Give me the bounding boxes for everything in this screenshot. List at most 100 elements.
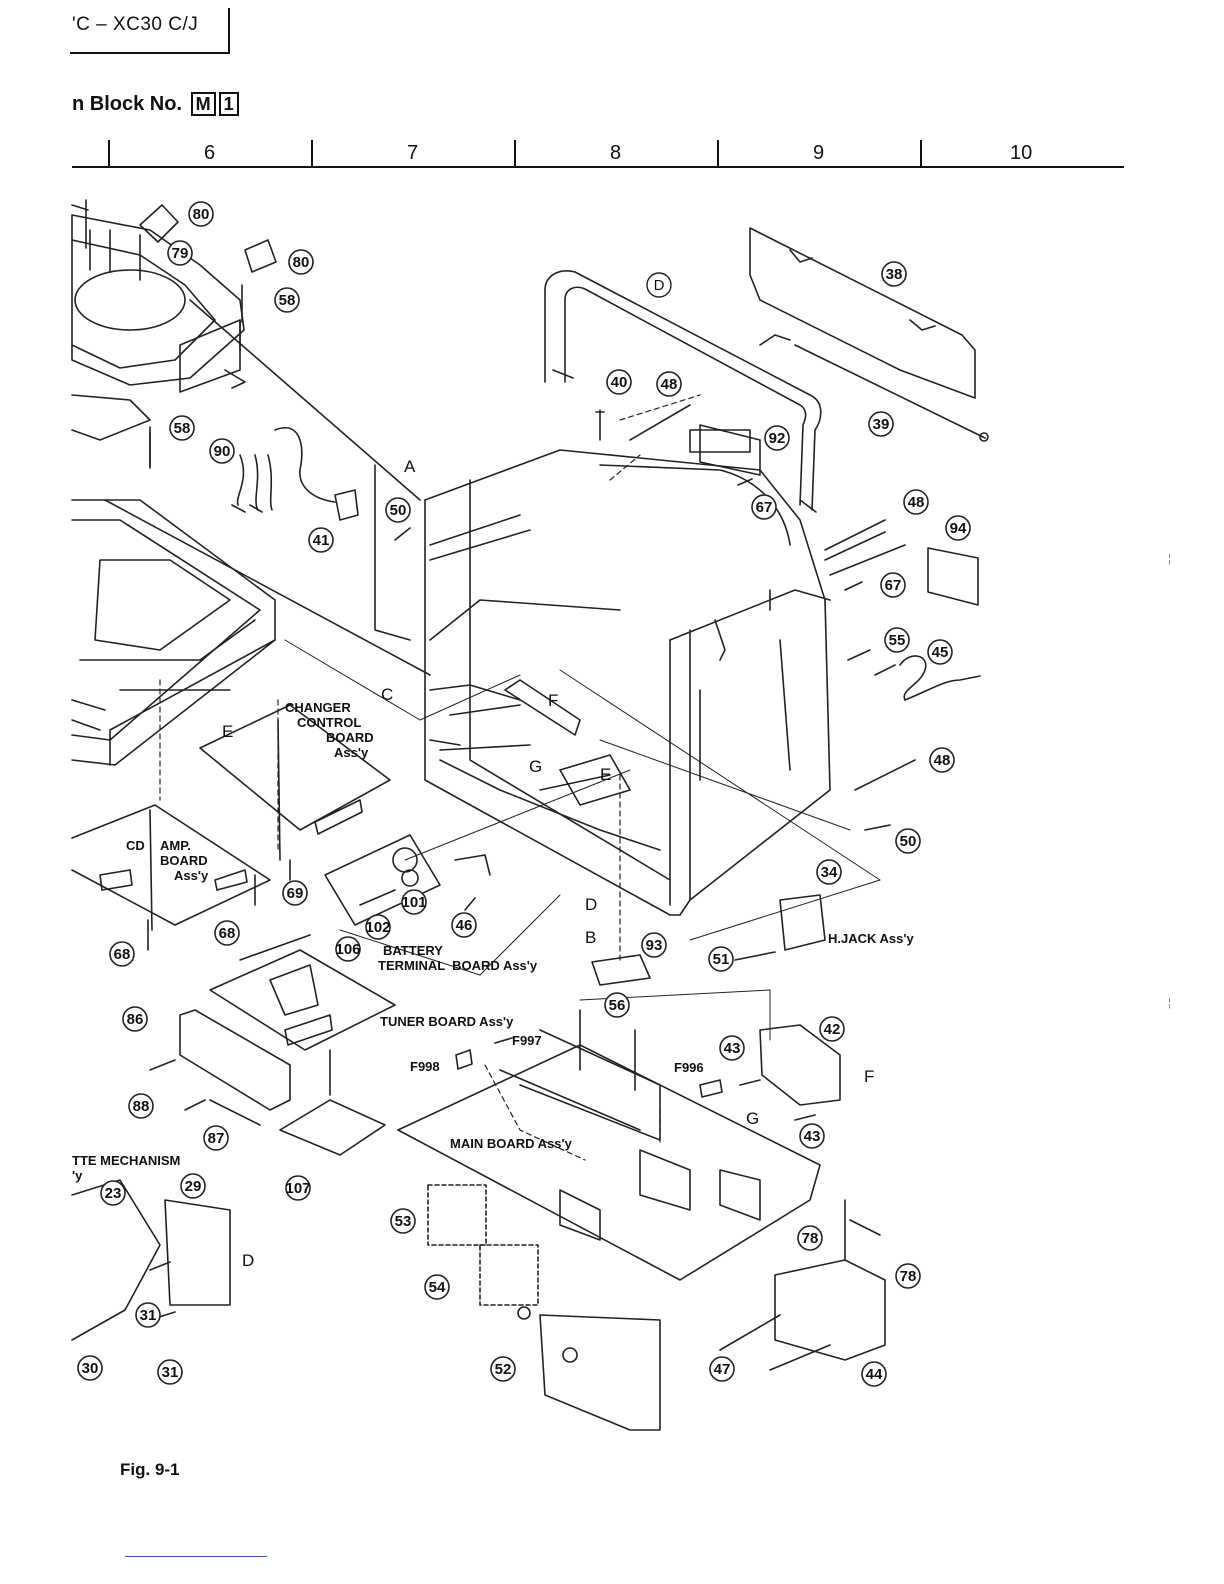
callout-circle (719, 1035, 745, 1061)
screw-group-53 (427, 1184, 487, 1246)
part-number: 92 (769, 430, 786, 447)
cd-amp-label: CD (126, 838, 145, 853)
part-number: 106 (335, 941, 360, 958)
figure-caption: Fig. 9-1 (120, 1460, 180, 1479)
letter-b: B (585, 928, 596, 947)
assembly-leader-lines (159, 394, 701, 1161)
callout-circle (100, 1180, 126, 1206)
letter-g: G (529, 757, 542, 776)
letter-g: G (746, 1109, 759, 1128)
part-number: 50 (900, 833, 917, 850)
part-number: 58 (279, 292, 296, 309)
callout-circle (167, 240, 193, 266)
callout-circle (157, 1359, 183, 1385)
cassette-label: 'y (72, 1168, 83, 1183)
fuse-label-f996: F996 (674, 1060, 704, 1075)
part-number: 29 (185, 1178, 202, 1195)
screws-drawing (149, 319, 916, 831)
bracket-86 (179, 1009, 291, 1111)
part-number: 78 (900, 1268, 917, 1285)
callout-circle (109, 941, 135, 967)
tuner-board (209, 949, 396, 1051)
bottom-rule (125, 1556, 267, 1557)
callout-circle (764, 425, 790, 451)
callout-circle (895, 828, 921, 854)
callout-circle (209, 438, 235, 464)
part-number: 46 (456, 917, 473, 934)
plate-94 (927, 547, 979, 606)
callout-circle (122, 1006, 148, 1032)
changer-control-board (199, 704, 391, 831)
letter-c: C (381, 685, 393, 704)
changer-control-label: CHANGER (285, 700, 351, 715)
part-number: 88 (133, 1098, 150, 1115)
callout-circle (861, 1361, 887, 1387)
callout-circle (881, 261, 907, 287)
callout-circle (945, 515, 971, 541)
cd-tray-drawing (71, 299, 431, 766)
callout-circle (895, 1263, 921, 1289)
letter-f: F (864, 1067, 874, 1086)
bracket-29 (164, 1199, 231, 1306)
part-number: 58 (174, 420, 191, 437)
callout-circle (880, 572, 906, 598)
main-board (397, 1044, 821, 1281)
letter-markers: A C F E G E D B G F D (222, 457, 874, 1270)
callouts (77, 201, 971, 1387)
callout-circle (799, 1123, 825, 1149)
callout-circle (285, 1175, 311, 1201)
grid-tick (311, 140, 313, 168)
edge-mark: ¦ (1168, 997, 1171, 1009)
grid-column-9: 9 (813, 142, 825, 164)
plate-93 (591, 954, 651, 986)
part-number: 52 (495, 1361, 512, 1378)
part-number: 69 (287, 885, 304, 902)
callout-circle (203, 1125, 229, 1151)
part-number: 50 (390, 502, 407, 519)
hjack-bracket (779, 894, 826, 951)
callout-circle (385, 497, 411, 523)
callout-circle (646, 272, 672, 298)
pad-80b (244, 239, 277, 273)
part-number: 51 (713, 951, 730, 968)
wire-harness-drawing (231, 427, 411, 641)
callout-circle (128, 1093, 154, 1119)
callout-circle (77, 1355, 103, 1381)
part-number: 94 (950, 520, 967, 537)
battery-terminal-board (324, 834, 441, 926)
block-code-m: M (190, 92, 216, 116)
letter-f: F (548, 691, 558, 710)
part-number: 56 (609, 997, 626, 1014)
callout-circle (903, 489, 929, 515)
part-number: 78 (802, 1230, 819, 1247)
part-number: 102 (365, 919, 390, 936)
callout-circle (451, 912, 477, 938)
letter-e: E (222, 722, 233, 741)
callout-circle (819, 1016, 845, 1042)
part-number: 38 (886, 266, 903, 283)
part-number: 53 (395, 1213, 412, 1230)
tuner-board-label: TUNER BOARD Ass'y (380, 1014, 514, 1029)
callout-circle (884, 627, 910, 653)
callout-circle (274, 287, 300, 313)
callout-circle (308, 527, 334, 553)
callout-circle (490, 1356, 516, 1382)
pad-80a (139, 204, 179, 243)
changer-control-label: CONTROL (297, 715, 361, 730)
reference-lines (284, 639, 881, 1041)
part-number: 31 (140, 1307, 157, 1324)
fuse-label-f998: F998 (410, 1059, 440, 1074)
callout-circle (188, 201, 214, 227)
callout-circle (180, 1173, 206, 1199)
bracket-52 (539, 1314, 661, 1431)
part-number: 68 (114, 946, 131, 963)
part-number: 42 (824, 1021, 841, 1038)
part-number: 44 (866, 1366, 883, 1383)
block-code-1: 1 (218, 92, 239, 116)
part-number: 87 (208, 1130, 225, 1147)
cd-amp-label: BOARD (160, 853, 208, 868)
part-number: 43 (804, 1128, 821, 1145)
letter-a: A (404, 457, 416, 476)
